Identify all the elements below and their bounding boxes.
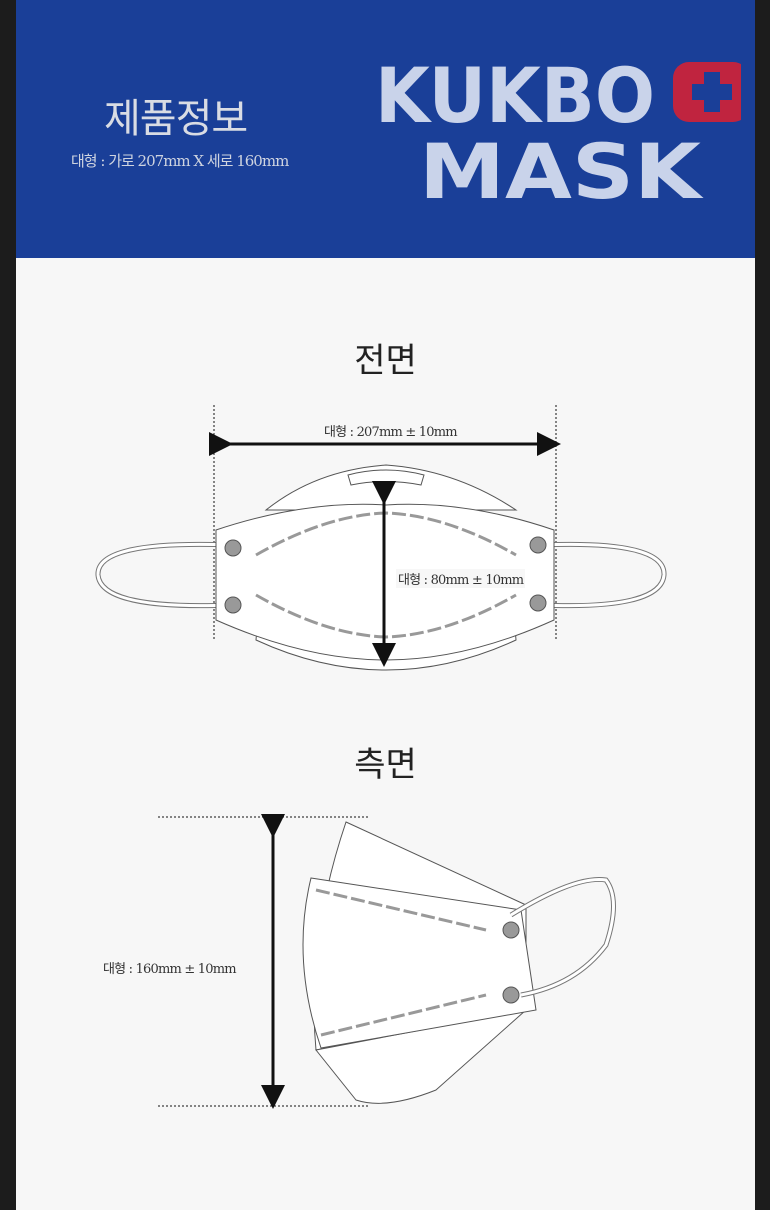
- mask-diagrams: [95, 405, 667, 1109]
- side-mask-drawing: [158, 814, 616, 1109]
- front-width-label: 대형 : 207mm ± 10mm: [322, 421, 459, 440]
- front-heading: 전면: [354, 341, 417, 381]
- front-mask-drawing: [95, 405, 667, 671]
- logo-text-mask: MASK: [419, 127, 705, 210]
- front-height-label: 대형 : 80mm ± 10mm: [396, 569, 526, 588]
- header-banner: 제품정보 대형 : 가로 207mm X 세로 160mm KUKBO MASK: [16, 0, 755, 258]
- brand-logo: KUKBO MASK: [375, 51, 741, 210]
- page-title: 제품정보: [104, 96, 248, 142]
- size-summary: 대형 : 가로 207mm X 세로 160mm: [71, 152, 289, 170]
- logo-text-kukbo: KUKBO: [375, 51, 655, 140]
- side-heading: 측면: [354, 745, 417, 785]
- side-height-label: 대형 : 160mm ± 10mm: [101, 958, 238, 977]
- product-info-panel: 제품정보 대형 : 가로 207mm X 세로 160mm KUKBO MASK…: [16, 0, 755, 1210]
